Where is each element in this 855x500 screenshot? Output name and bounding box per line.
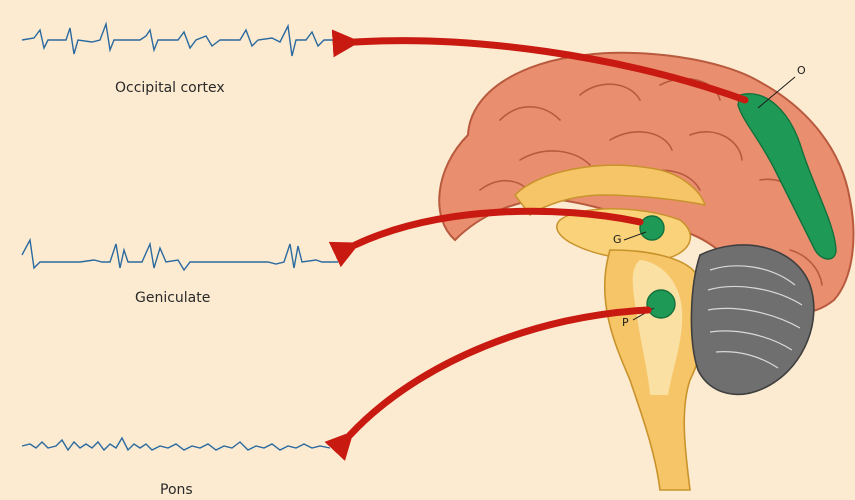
pons-marker: P <box>622 316 629 329</box>
pons-trace <box>22 438 330 450</box>
occipital-marker: O <box>797 64 806 77</box>
geniculate-region-highlight <box>640 216 664 240</box>
geniculate-marker: G <box>613 233 622 246</box>
geniculate-label: Geniculate <box>135 290 210 306</box>
geniculate-trace <box>22 240 338 270</box>
pons-label: Pons <box>160 482 193 498</box>
occipital-cortex-trace <box>22 24 338 56</box>
pons-arrow <box>350 310 648 435</box>
occipital-cortex-label: Occipital cortex <box>115 80 225 96</box>
pons-region-highlight <box>647 290 675 318</box>
